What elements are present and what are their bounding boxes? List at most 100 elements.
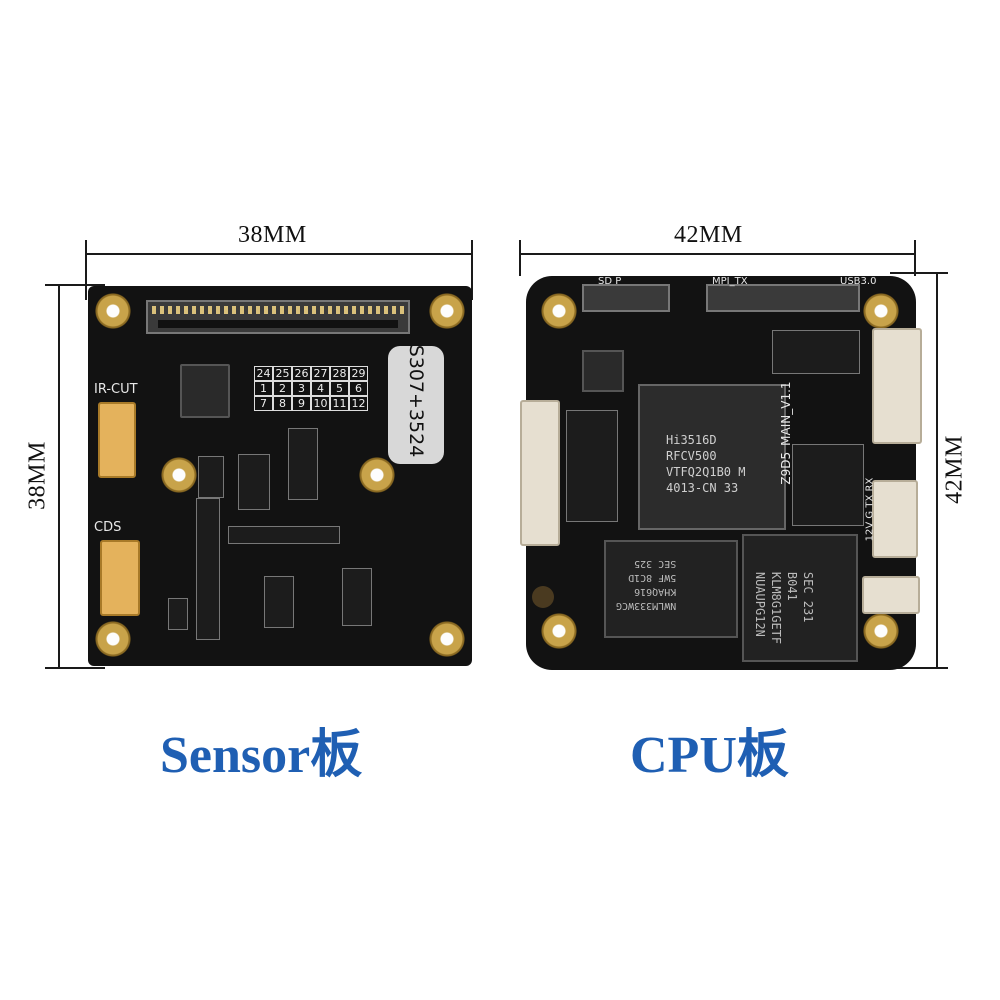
- grid-cell: 24: [254, 366, 273, 381]
- grid-cell: 6: [349, 381, 368, 396]
- ram-line: SEC 325: [634, 558, 677, 569]
- usb-label: USB3.0: [840, 276, 877, 287]
- component-cluster: [772, 330, 860, 374]
- emmc-marking: SEC 231 B041 KLM8G1GETF NUAUPG12N: [752, 572, 816, 644]
- ram-line: KHAQ616: [634, 586, 677, 597]
- component-cluster: [196, 498, 220, 640]
- grid-cell: 7: [254, 396, 273, 411]
- ircut-label: IR-CUT: [94, 382, 138, 397]
- grid-cell: 5: [330, 381, 349, 396]
- sensor-caption: Sensor板: [160, 727, 363, 784]
- ram-chip: NWLM333WCG KHAQ616 5WF 8C1D SEC 325: [604, 540, 738, 638]
- cpu-width-tick-right: [914, 240, 916, 276]
- component-cluster: [566, 410, 618, 522]
- soc-line: 4013-CN 33: [666, 481, 739, 495]
- cds-label: CDS: [94, 520, 122, 535]
- grid-row: 1 2 3 4 5 6: [254, 381, 368, 396]
- sensor-width-label: 38MM: [238, 222, 307, 248]
- cpu-height-tick-bottom: [890, 667, 948, 669]
- grid-row: 7 8 9 10 11 12: [254, 396, 368, 411]
- grid-cell: 8: [273, 396, 292, 411]
- left-header-connector: [520, 400, 560, 546]
- mount-hole: [540, 292, 578, 330]
- cpu-width-tick-left: [519, 240, 521, 276]
- grid-cell: 2: [273, 381, 292, 396]
- sdp-label: SD P: [598, 276, 622, 287]
- component-cluster: [228, 526, 340, 544]
- mount-hole: [94, 620, 132, 658]
- cpu-height-label: 42MM: [941, 435, 968, 504]
- ram-marking: NWLM333WCG KHAQ616 5WF 8C1D SEC 325: [616, 556, 676, 612]
- sensor-ic: [180, 364, 230, 418]
- sensor-width-tick-left: [85, 240, 87, 300]
- mount-hole: [160, 456, 198, 494]
- mount-hole: [428, 292, 466, 330]
- grid-cell: 27: [311, 366, 330, 381]
- grid-cell: 25: [273, 366, 292, 381]
- soc-line: VTFQ2Q1B0 M: [666, 465, 746, 479]
- ram-line: NWLM333WCG: [616, 600, 677, 611]
- emmc-line: KLM8G1GETF: [769, 571, 784, 645]
- component-cluster: [238, 454, 270, 510]
- sensor-board: 24 25 26 27 28 29 1 2 3 4 5 6 7 8 9 10 1…: [88, 286, 472, 666]
- component-cluster: [288, 428, 318, 500]
- mount-hole: [94, 292, 132, 330]
- uart-label: 12V G TX RX: [864, 477, 876, 542]
- cpu-board: SD P MPI_TX USB3.0 Hi3516D RFCV500 VTFQ2…: [520, 276, 922, 670]
- ram-line: 5WF 8C1D: [628, 572, 677, 583]
- mpi-label: MPI_TX: [712, 276, 748, 287]
- cpu-height-tick-top: [890, 272, 948, 274]
- cpu-caption: CPU板: [630, 727, 789, 784]
- mount-hole: [428, 620, 466, 658]
- component-cluster: [198, 456, 224, 498]
- mount-hole: [862, 612, 900, 650]
- sensor-height-line: [58, 285, 60, 668]
- emmc-line: B041: [785, 571, 800, 601]
- component-cluster: [792, 444, 864, 526]
- sd-connector: [582, 284, 670, 312]
- cpu-width-line: [520, 253, 915, 255]
- grid-cell: 26: [292, 366, 311, 381]
- phy-chip: [582, 350, 624, 392]
- inductor: [532, 586, 554, 608]
- right-header-connector: [872, 328, 922, 444]
- grid-cell: 4: [311, 381, 330, 396]
- grid-cell: 12: [349, 396, 368, 411]
- grid-cell: 10: [311, 396, 330, 411]
- grid-cell: 3: [292, 381, 311, 396]
- soc-marking: Hi3516D RFCV500 VTFQ2Q1B0 M 4013-CN 33: [666, 432, 745, 496]
- emmc-line: SEC 231: [801, 571, 816, 623]
- mount-hole: [540, 612, 578, 650]
- power-connector: [862, 576, 920, 614]
- sensor-height-tick-bottom: [45, 667, 105, 669]
- sensor-width-line: [86, 253, 472, 255]
- fpc-connector: [146, 300, 410, 334]
- sensor-height-tick-top: [45, 284, 105, 286]
- cds-connector: [100, 540, 140, 616]
- board-name-label: Z9D5_MAIN_V1.1: [779, 381, 793, 485]
- transistor: [264, 576, 294, 628]
- grid-cell: 29: [349, 366, 368, 381]
- cpu-height-line: [936, 273, 938, 668]
- capacitor: [168, 598, 188, 630]
- soc-line: Hi3516D: [666, 433, 717, 447]
- ircut-connector: [98, 402, 136, 478]
- cpu-width-label: 42MM: [674, 222, 743, 248]
- mount-hole: [862, 292, 900, 330]
- mpi-connector: [706, 284, 860, 312]
- transistor: [342, 568, 372, 626]
- mount-hole: [358, 456, 396, 494]
- grid-cell: 11: [330, 396, 349, 411]
- grid-row: 24 25 26 27 28 29: [254, 366, 368, 381]
- grid-cell: 1: [254, 381, 273, 396]
- sensor-width-tick-right: [471, 240, 473, 300]
- sensor-height-label: 38MM: [24, 441, 51, 510]
- jumper-grid: 24 25 26 27 28 29 1 2 3 4 5 6 7 8 9 10 1…: [254, 366, 368, 411]
- sticker-text: S307+3524: [405, 344, 427, 458]
- soc-chip: Hi3516D RFCV500 VTFQ2Q1B0 M 4013-CN 33: [638, 384, 786, 530]
- grid-cell: 28: [330, 366, 349, 381]
- emmc-line: NUAUPG12N: [753, 571, 768, 637]
- grid-cell: 9: [292, 396, 311, 411]
- soc-line: RFCV500: [666, 449, 717, 463]
- uart-connector: [872, 480, 918, 558]
